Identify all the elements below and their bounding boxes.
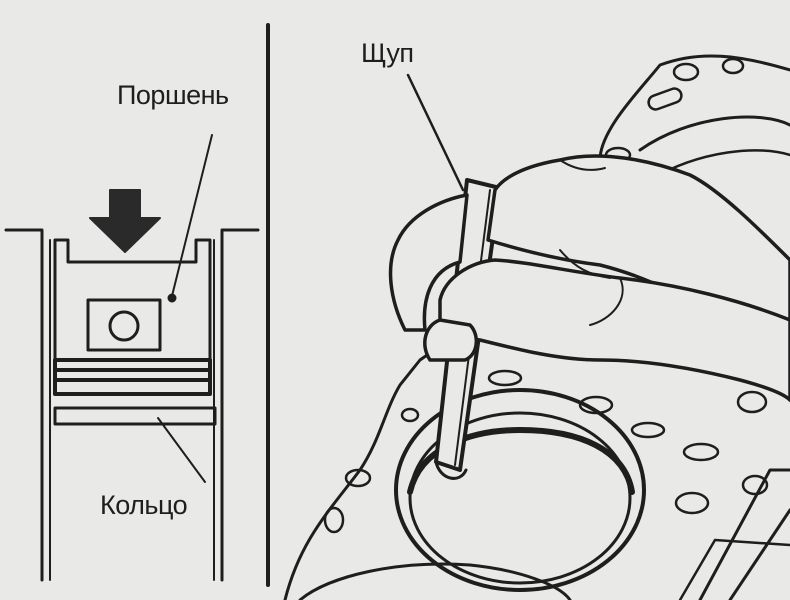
upper-cylinder-edge [638,115,790,152]
coolant-holes [323,57,769,534]
fingertip [423,318,478,362]
piston-leader-dot [167,293,177,303]
hand [388,154,790,402]
ring-label: Кольцо [100,490,188,520]
gauge-leader-line [406,73,465,192]
lower-cylinder-edge [298,562,572,600]
feeler-gauge-label: Щуп [361,38,414,68]
piston-ring-grooves [53,358,212,396]
block-side-1 [698,468,790,600]
down-arrow-icon [89,189,161,253]
piston-label: Поршень [117,80,229,110]
block-side-3 [678,538,790,600]
piston-pin-window [86,298,162,352]
ring-leader-line [157,417,206,483]
bore-wall-left [4,228,44,582]
thumb [388,193,469,332]
piston-ring-in-bore [407,427,635,495]
gauge-panel [283,54,790,600]
cylinder-bore [394,388,646,592]
piston-panel [4,23,270,587]
block-side-2 [728,508,790,600]
piston-pin [108,310,140,342]
piston-ring [53,406,217,426]
piston-leader-line [171,134,213,297]
bore-wall-right [220,228,260,582]
cylinder-bore-inner [408,411,632,585]
